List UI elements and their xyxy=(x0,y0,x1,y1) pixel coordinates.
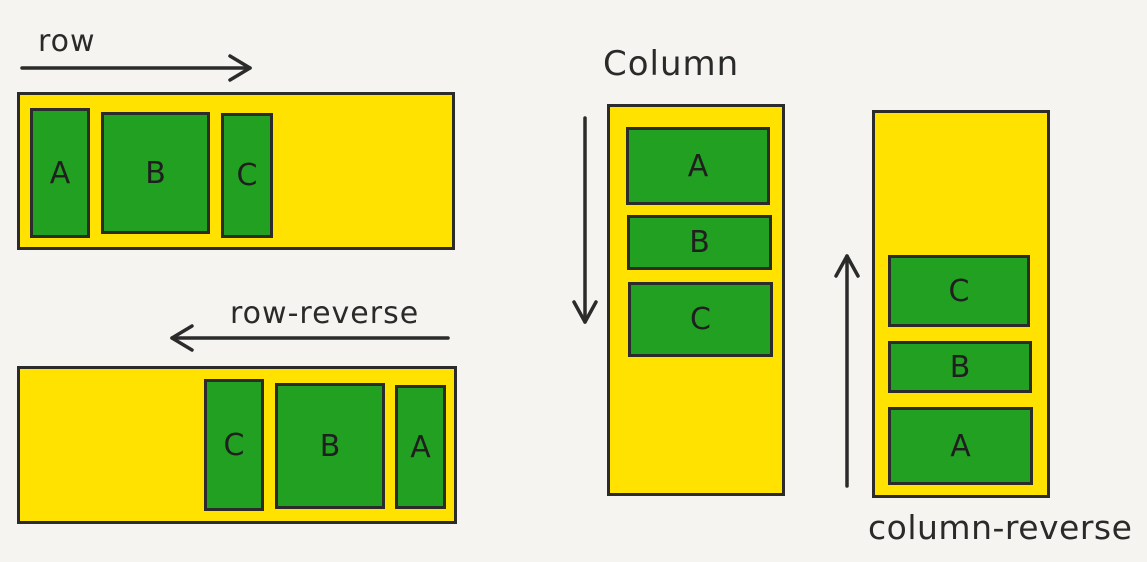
column-reverse-container: C B A xyxy=(872,110,1050,498)
row-reverse-item-a: A xyxy=(395,385,446,509)
column-reverse-item-a: A xyxy=(888,407,1033,485)
column-reverse-label: column-reverse xyxy=(868,508,1133,547)
column-reverse-item-b: B xyxy=(888,341,1032,393)
row-item-a: A xyxy=(30,108,90,238)
column-label: Column xyxy=(603,44,740,84)
column-container: A B C xyxy=(607,104,785,496)
column-arrow-icon xyxy=(572,116,598,324)
column-item-a: A xyxy=(626,127,770,205)
row-reverse-label: row-reverse xyxy=(230,296,420,331)
column-item-c: C xyxy=(628,282,773,357)
row-item-b: B xyxy=(101,112,210,234)
row-reverse-item-c: C xyxy=(204,379,264,511)
row-label: row xyxy=(38,24,96,59)
row-reverse-container: C B A xyxy=(17,366,457,524)
column-item-b: B xyxy=(627,215,772,270)
row-item-c: C xyxy=(221,113,273,238)
row-reverse-item-b: B xyxy=(275,383,385,509)
row-arrow-icon xyxy=(20,54,252,82)
column-reverse-arrow-icon xyxy=(834,254,860,488)
row-container: A B C xyxy=(17,92,455,250)
row-reverse-arrow-icon xyxy=(170,324,450,352)
column-reverse-item-c: C xyxy=(888,255,1030,327)
